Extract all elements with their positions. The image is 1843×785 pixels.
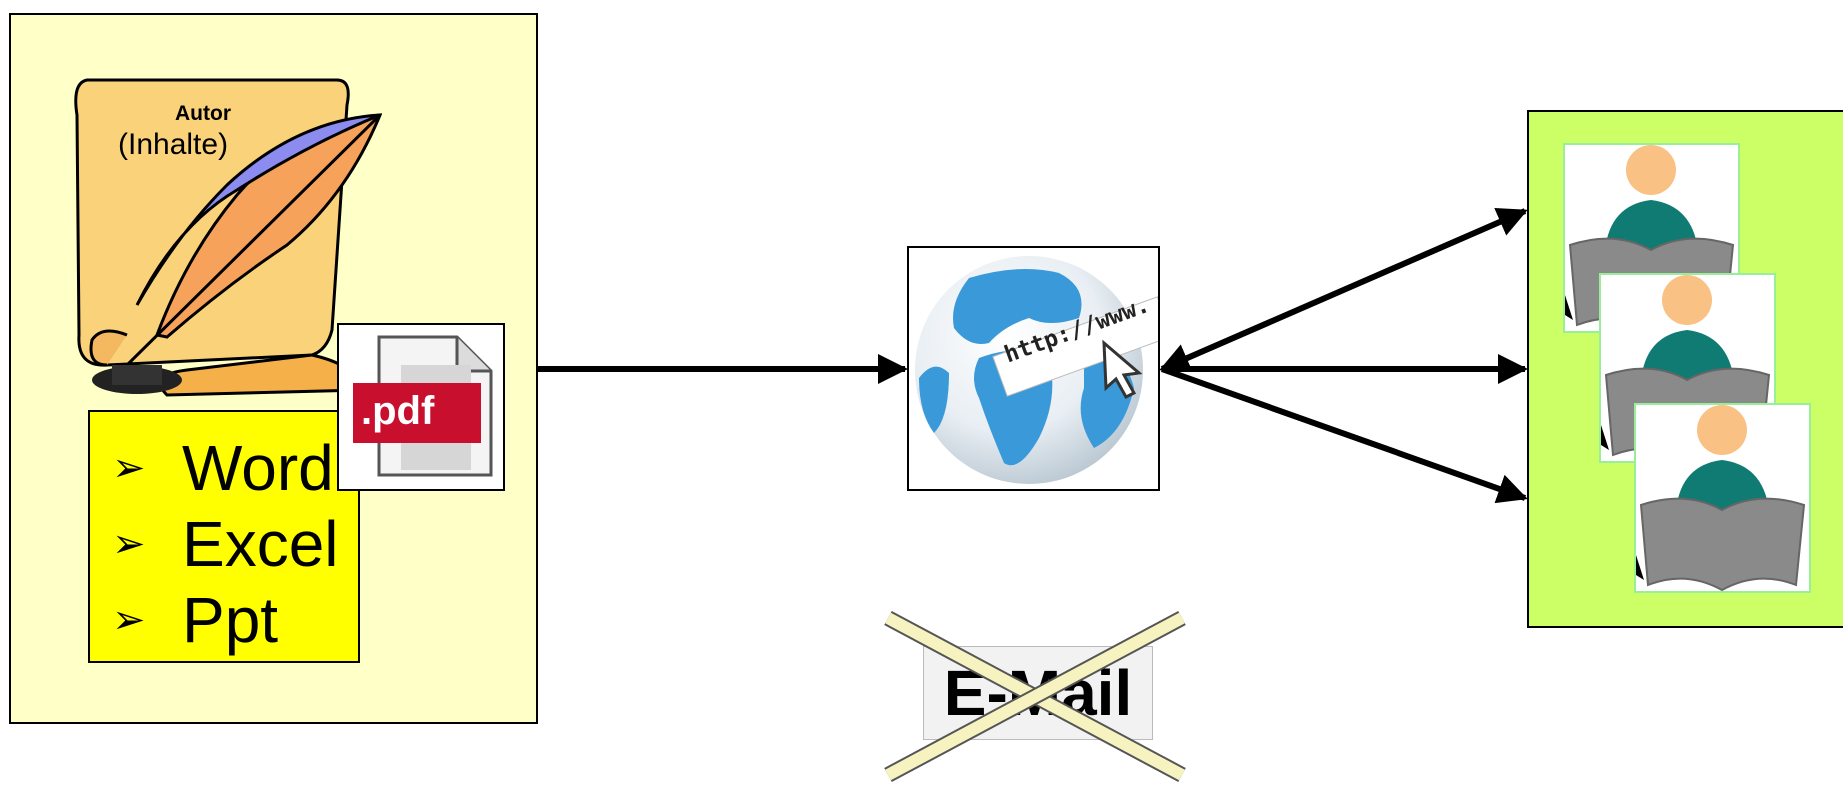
format-label: Ppt [182,584,279,656]
scroll-with-quill-icon [67,75,382,410]
bullet-arrow-icon: ➢ [112,598,146,642]
format-item-ppt: ➢ Ppt [112,582,358,658]
arrow-web-reader-bottom [1160,366,1528,504]
format-label: Word [182,432,334,504]
pdf-file-icon: .pdf [337,323,505,491]
globe-url-icon: http://www. [907,246,1160,491]
bullet-arrow-icon: ➢ [112,522,146,566]
reader-icon [1634,403,1811,593]
pdf-label: .pdf [361,389,435,433]
cross-out-icon [884,610,1186,783]
formats-list: ➢ Word ➢ Excel ➢ Ppt [88,410,360,663]
arrow-web-reader-top [1159,208,1528,372]
format-item-word: ➢ Word [112,430,358,506]
format-label: Excel [182,508,339,580]
format-item-excel: ➢ Excel [112,506,358,582]
author-title: Autor [175,102,231,125]
bullet-arrow-icon: ➢ [112,446,146,490]
author-subtitle: (Inhalte) [118,128,229,161]
